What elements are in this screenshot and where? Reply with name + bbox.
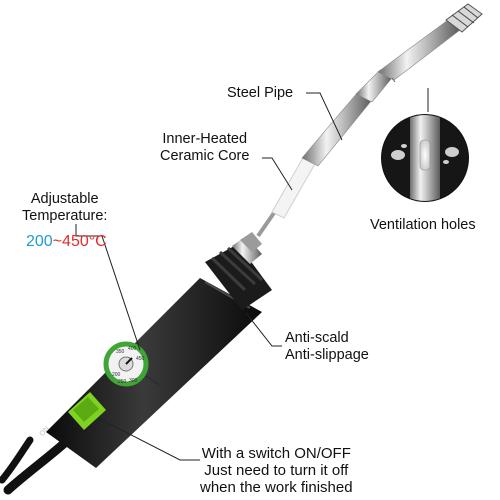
callout-lines (75, 88, 429, 461)
heating-rod (256, 208, 278, 238)
ventilation-magnifier (379, 112, 471, 204)
ceramic-core-label-line2: Ceramic Core (160, 148, 250, 164)
dial-mark: 350 (116, 349, 125, 355)
power-switch: ON (38, 392, 106, 438)
dial-mark: 200 (112, 372, 121, 378)
callout-switch (97, 417, 200, 461)
dial-mark: 300 (129, 378, 138, 384)
power-cord (0, 435, 73, 495)
callout-steel-pipe (306, 92, 343, 141)
callout-ceramic-core (262, 157, 293, 191)
handle (46, 278, 262, 468)
temperature-range: 200~450°C (26, 233, 107, 251)
dial-mark: 250 (118, 379, 127, 385)
switch-label-line3: when the work finished (200, 479, 353, 496)
temperature-dial: 350 400 450 200 250 300 (103, 341, 149, 387)
ceramic-core-label: Inner-Heated Ceramic Core (160, 131, 249, 165)
switch-label: With a switch ON/OFF Just need to turn i… (200, 445, 353, 496)
anti-scald-line: Anti-scald (285, 330, 349, 346)
temp-high-value: 450°C (62, 233, 107, 250)
adjustable-label-line1: Adjustable (30, 191, 99, 207)
grip (205, 244, 272, 310)
dial-scale: 350 400 450 200 250 300 (112, 346, 145, 385)
dial-mark: 450 (136, 356, 145, 362)
ceramic-core (271, 155, 317, 219)
callout-dial (75, 224, 141, 351)
ventilation-holes-label: Ventilation holes (370, 217, 476, 233)
temp-separator: ~ (52, 233, 63, 250)
dial-mark: 400 (128, 346, 137, 352)
anti-slippage-line: Anti-slippage (285, 347, 369, 363)
pipe-end-cap (445, 3, 483, 33)
steel-pipe-label: Steel Pipe (227, 85, 294, 101)
metal-collar (232, 232, 262, 264)
switch-marking: ON (38, 425, 50, 437)
temp-low-value: 200 (26, 233, 53, 250)
ceramic-core-label-line1: Inner-Heated (162, 131, 248, 147)
switch-label-line2: Just need to turn it off (204, 462, 349, 479)
switch-label-line1: With a switch ON/OFF (201, 445, 351, 462)
adjustable-temperature-label: Adjustable Temperature: (22, 191, 107, 225)
callout-anti-scald (245, 312, 282, 347)
adjustable-label-line2: Temperature: (22, 208, 108, 224)
anti-scald-label: Anti-scald Anti-slippage (285, 330, 369, 364)
